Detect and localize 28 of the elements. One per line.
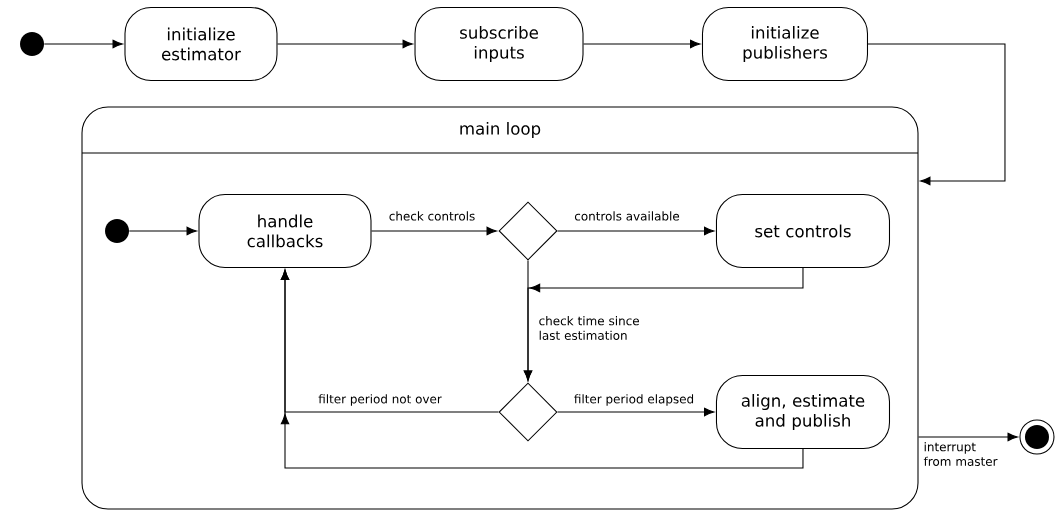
arrow <box>557 226 715 236</box>
edge-label: filter period not over <box>318 394 442 406</box>
arrow <box>371 226 497 236</box>
edge-label: check time since last estimation <box>539 316 639 340</box>
arrow <box>583 39 701 49</box>
state-box: set controls <box>715 193 890 269</box>
edge-label: check controls <box>389 211 475 221</box>
decision-diamond <box>498 382 558 442</box>
final-state-symbol <box>1019 419 1055 455</box>
state-box: handle callbacks <box>198 193 372 269</box>
decision-diamond <box>498 201 558 261</box>
edge-label: filter period elapsed <box>574 394 694 406</box>
state-box: initialize estimator <box>124 6 278 82</box>
state-box: align, estimate and publish <box>715 375 890 450</box>
arrow <box>523 260 533 381</box>
edge-label: interrupt from master <box>923 442 998 466</box>
state-box: initialize publishers <box>701 6 868 82</box>
edge-label: controls available <box>574 211 680 221</box>
arrow <box>918 432 1018 442</box>
arrow <box>557 407 715 417</box>
arrow <box>280 269 804 469</box>
start-circle <box>20 32 45 56</box>
arrow <box>43 39 123 49</box>
arrow <box>277 39 413 49</box>
start-circle <box>105 219 129 243</box>
arrow <box>867 43 1006 186</box>
state-box: subscribe inputs <box>414 6 584 82</box>
arrow <box>128 226 197 236</box>
